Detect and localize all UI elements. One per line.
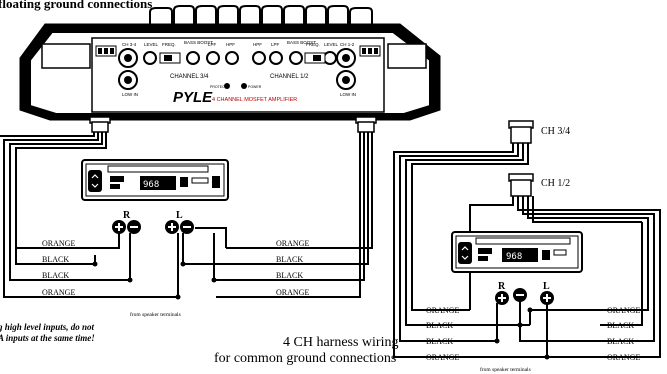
ctl-label: CH 1-2	[340, 42, 355, 47]
head-unit-display-left: 968	[143, 180, 159, 190]
wire-label: ORANGE	[607, 353, 640, 362]
minus-terminal-icon	[127, 220, 141, 234]
harness-connector-left	[89, 116, 111, 133]
power-label: POWER	[248, 85, 262, 89]
ctl-label: BASS BOOST	[184, 40, 213, 45]
ctl-label: CH 3-4	[122, 42, 137, 47]
ctl-label: LEVEL	[324, 42, 339, 47]
amplifier: CH 3-4 LEVEL FREQ. BASS BOOST LPF HPF HP…	[19, 5, 441, 121]
head-unit-right: 968	[451, 231, 583, 273]
minus-terminal-icon	[513, 288, 527, 302]
amp-terminal-block-right	[359, 45, 381, 57]
wire-label: ORANGE	[426, 306, 459, 315]
ctl-label: FREQ.	[306, 42, 320, 47]
wire-label: BLACK	[42, 271, 69, 280]
ctl-label: LEVEL	[144, 42, 159, 47]
rca-jack-left-top	[118, 48, 138, 68]
rca-jack-left-bottom	[118, 70, 138, 90]
wire-label: ORANGE	[42, 288, 75, 297]
ctl-label: FREQ.	[162, 42, 176, 47]
harness-connector-right	[355, 116, 377, 133]
plus-terminal-icon	[112, 220, 126, 234]
wire-label: BLACK	[426, 321, 453, 330]
caption-line-1: 4 CH harness wiring	[283, 335, 399, 350]
protect-led-icon	[224, 83, 230, 89]
plus-terminal-icon	[540, 291, 554, 305]
from-speaker-right: from speaker terminals	[480, 366, 531, 373]
wire-label: BLACK	[426, 337, 453, 346]
minus-terminal-icon	[180, 220, 194, 234]
wire-label: BLACK	[607, 321, 634, 330]
from-speaker-left: from speaker terminals	[130, 311, 181, 318]
wire-label: ORANGE	[276, 239, 309, 248]
warning-line-1: g high level inputs, do not	[0, 322, 95, 332]
amp-knobs	[143, 51, 337, 65]
wire-label: ORANGE	[607, 306, 640, 315]
ctl-label: LPF	[208, 42, 217, 47]
caption-line-2: for common ground connections	[214, 351, 396, 366]
ctl-label: BASS BOOST	[287, 40, 316, 45]
wire-label: ORANGE	[426, 353, 459, 362]
wire-label: ORANGE	[276, 288, 309, 297]
wire-label: BLACK	[276, 255, 303, 264]
amp-terminal-block-left	[95, 45, 117, 57]
wire-label: ORANGE	[42, 239, 75, 248]
warning-line-2: A inputs at the same time!	[0, 333, 95, 343]
head-unit-left: 968	[81, 159, 229, 201]
harness-ch12-label: CH 1/2	[541, 178, 570, 189]
power-led-icon	[241, 83, 247, 89]
ctl-label: HPF	[253, 42, 262, 47]
wire-label: BLACK	[607, 337, 634, 346]
protect-label: PROTECT	[210, 85, 228, 89]
plus-terminal-icon	[495, 291, 509, 305]
rca-jack-right-top	[336, 48, 356, 68]
ctl-label: LPF	[271, 42, 280, 47]
terminal-label-l-right: L	[543, 281, 550, 292]
rca-jack-right-bottom	[336, 70, 356, 90]
low-in-label-left: LOW IN	[122, 92, 138, 97]
channel-3-4-label: CHANNEL 3/4	[170, 74, 209, 80]
channel-1-2-label: CHANNEL 1/2	[270, 74, 309, 80]
low-in-label-right: LOW IN	[340, 92, 356, 97]
terminal-label-r-right: R	[498, 281, 506, 292]
wire-label: BLACK	[276, 271, 303, 280]
terminal-label-l-left: L	[176, 210, 183, 221]
junction-dots-left	[92, 261, 217, 300]
harness-ch34	[508, 120, 534, 144]
brand-logo: PYLE	[173, 89, 213, 106]
plus-terminal-icon	[165, 220, 179, 234]
head-unit-display-right: 968	[506, 252, 522, 262]
terminal-label-r-left: R	[123, 210, 131, 221]
harness-ch34-label: CH 3/4	[541, 126, 570, 137]
wire-label: BLACK	[42, 255, 69, 264]
junction-dots-right	[494, 307, 550, 360]
ctl-label: HPF	[226, 42, 235, 47]
right-wire-bundle	[393, 143, 661, 358]
model-line: 4 CHANNEL MOSFET AMPLIFIER	[212, 97, 297, 103]
top-caption: floating ground connections	[0, 0, 152, 11]
harness-ch12	[508, 173, 534, 197]
